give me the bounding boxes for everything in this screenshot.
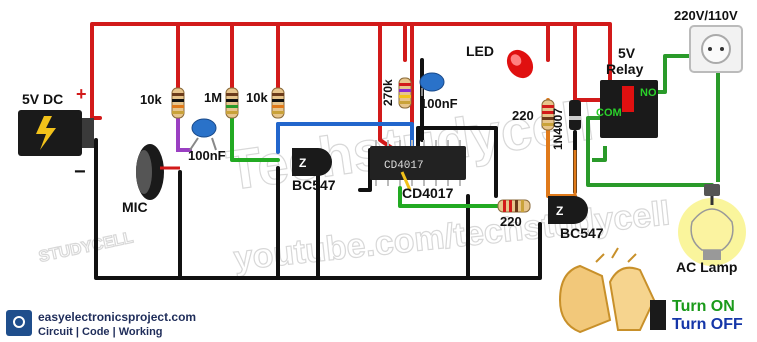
legend-turn-off: Turn OFF xyxy=(672,316,743,333)
q1-mark: Z xyxy=(299,156,306,170)
relay-label-line1: 5V xyxy=(618,45,636,61)
capacitor-c1 xyxy=(189,118,217,151)
q2-label: BC547 xyxy=(560,225,604,241)
transistor-q1: Z xyxy=(292,148,332,176)
r2-label: 1M xyxy=(204,90,222,105)
ac-lamp xyxy=(678,184,746,266)
load-wire-2 xyxy=(645,54,720,182)
capacitor-c2 xyxy=(419,72,445,96)
ic-label: CD4017 xyxy=(402,185,454,201)
r3-label: 10k xyxy=(246,90,268,105)
transistor-q2: Z xyxy=(548,196,588,224)
microphone xyxy=(136,144,164,200)
load-wire-3 xyxy=(592,146,607,162)
mic-label: MIC xyxy=(122,199,148,215)
mic-coupling-wire xyxy=(176,116,192,152)
watermark-stamp: STUDYCELL xyxy=(37,229,135,266)
resistor-r6 xyxy=(497,199,531,213)
minus-label: − xyxy=(74,161,86,183)
diode-label: 1N4007 xyxy=(551,108,565,150)
ic-marking: CD4017 xyxy=(384,160,424,172)
ic-cd4017: CD4017 xyxy=(370,140,466,186)
resistor-r3 xyxy=(271,87,285,119)
led-label: LED xyxy=(466,43,494,59)
legend-turn-on: Turn ON xyxy=(672,298,735,315)
c1-label: 100nF xyxy=(188,148,226,163)
resistor-r2 xyxy=(225,87,239,119)
mains-label: 220V/110V xyxy=(674,8,738,23)
relay-label-line2: Relay xyxy=(606,61,644,77)
green-base-wire xyxy=(230,116,280,162)
resistor-r5 xyxy=(541,99,555,131)
resistor-r4 xyxy=(398,77,412,109)
site-tagline: Circuit | Code | Working xyxy=(38,326,163,338)
footer: easyelectronicsproject.com Circuit | Cod… xyxy=(4,308,204,342)
r4-label: 270k xyxy=(381,79,395,106)
relay-com-label: COM xyxy=(596,107,622,119)
green-output-wire xyxy=(398,186,500,208)
relay-no-label: NO xyxy=(640,87,657,99)
led xyxy=(506,49,534,79)
r6-label: 220 xyxy=(500,214,522,229)
r5-label: 220 xyxy=(512,108,534,123)
lamp-label: AC Lamp xyxy=(676,259,737,275)
q2-mark: Z xyxy=(556,204,563,218)
site-logo-icon xyxy=(6,310,32,336)
site-url[interactable]: easyelectronicsproject.com xyxy=(38,310,197,324)
diode xyxy=(569,100,581,130)
relay xyxy=(600,80,658,138)
resistor-r1 xyxy=(171,87,185,119)
yellow-jumper xyxy=(400,171,412,191)
wall-socket xyxy=(689,25,743,73)
clap-hands-icon xyxy=(558,247,666,334)
plus-label: + xyxy=(76,84,87,104)
r1-label: 10k xyxy=(140,92,162,107)
dc-jack xyxy=(18,110,94,156)
q1-label: BC547 xyxy=(292,177,336,193)
c2-label: 100nF xyxy=(420,96,458,111)
supply-label: 5V DC xyxy=(22,91,63,107)
